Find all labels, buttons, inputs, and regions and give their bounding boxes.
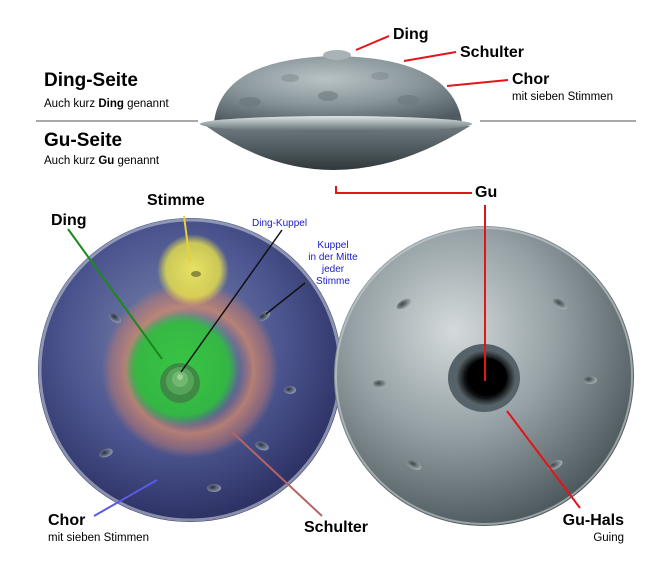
- bottom-label-gu-hals: Gu-Hals: [562, 512, 624, 529]
- chor-leader: [93, 479, 158, 517]
- side-view-handpan: [200, 50, 472, 170]
- top-label-ding: Ding: [51, 212, 87, 229]
- side-label-ding: Ding: [393, 26, 429, 43]
- top-label-chor: Chor: [48, 512, 86, 529]
- top-label-stimme: Stimme: [147, 192, 205, 209]
- top-label-chor-sub: mit sieben Stimmen: [48, 532, 149, 544]
- top-label-kuppel: Kuppel in der Mitte jeder Stimme: [308, 240, 358, 287]
- ding-side-subtitle: Auch kurz Ding genannt: [44, 98, 169, 110]
- stimme-leader: [183, 215, 191, 263]
- top-label-ding-kuppel: Ding-Kuppel: [252, 218, 308, 229]
- side-label-chor-sub: mit sieben Stimmen: [512, 91, 613, 103]
- side-label-chor: Chor: [512, 71, 550, 88]
- side-view-leaders: [335, 35, 509, 194]
- ding-side-title: Ding-Seite: [44, 70, 138, 91]
- schulter-leader: [231, 431, 323, 517]
- gu-hals-leader: [506, 410, 581, 509]
- side-label-schulter: Schulter: [460, 44, 525, 61]
- ding-kuppel-leader: [180, 229, 283, 373]
- side-label-gu: Gu: [475, 184, 498, 201]
- ding-leader: [67, 228, 163, 360]
- bottom-label-guing: Guing: [593, 532, 624, 544]
- top-label-schulter: Schulter: [304, 519, 369, 536]
- gu-side-title: Gu-Seite: [44, 130, 123, 151]
- kuppel-leader: [265, 282, 306, 315]
- ding-top-view: [38, 218, 342, 522]
- gu-side-subtitle: Auch kurz Gu genannt: [44, 155, 160, 167]
